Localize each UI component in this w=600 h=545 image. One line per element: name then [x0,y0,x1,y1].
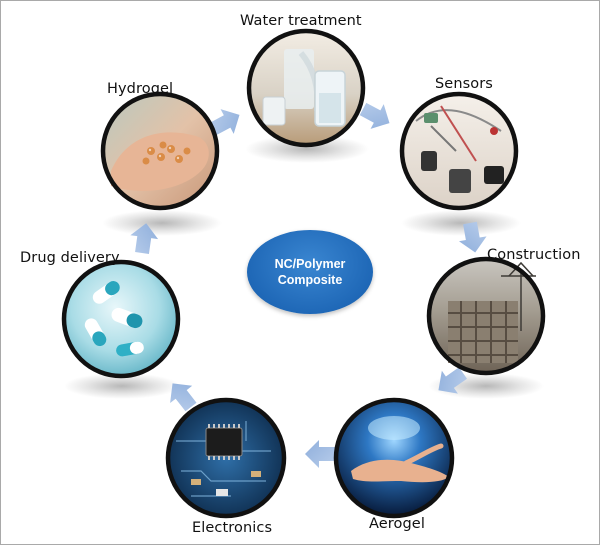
sensor-devices-photo-icon [399,91,519,211]
center-composite-node: NC/Polymer Composite [247,230,373,314]
arrow-water-to-sensors [359,102,390,129]
arrow-hydrogel-to-water [209,109,240,136]
label-water-treatment: Water treatment [240,13,362,29]
label-hydrogel: Hydrogel [107,81,174,97]
circle-shadows [64,135,544,399]
arrow-sensors-to-construction [458,221,487,253]
center-label-line1: NC/Polymer [274,257,346,271]
aerogel-hand-photo-icon [333,397,455,519]
center-label-line2: Composite [277,273,343,287]
label-sensors: Sensors [435,76,493,92]
building-construction-photo-icon [426,256,546,376]
label-aerogel: Aerogel [369,516,425,532]
hydrogel-beads-photo-icon [100,91,220,211]
arrow-aerogel-to-electronics [305,440,335,468]
cycle-arrows [130,102,487,468]
circuit-board-photo-icon [165,397,287,519]
water-glass-photo-icon [246,28,366,148]
arrow-construction-to-aerogel [438,367,468,394]
label-electronics: Electronics [192,520,273,536]
arrow-drug-to-hydrogel [130,223,159,254]
label-construction: Construction [487,247,581,263]
label-drug-delivery: Drug delivery [20,250,120,266]
capsules-photo-icon [61,259,181,379]
arrow-electronics-to-drug [170,383,197,412]
